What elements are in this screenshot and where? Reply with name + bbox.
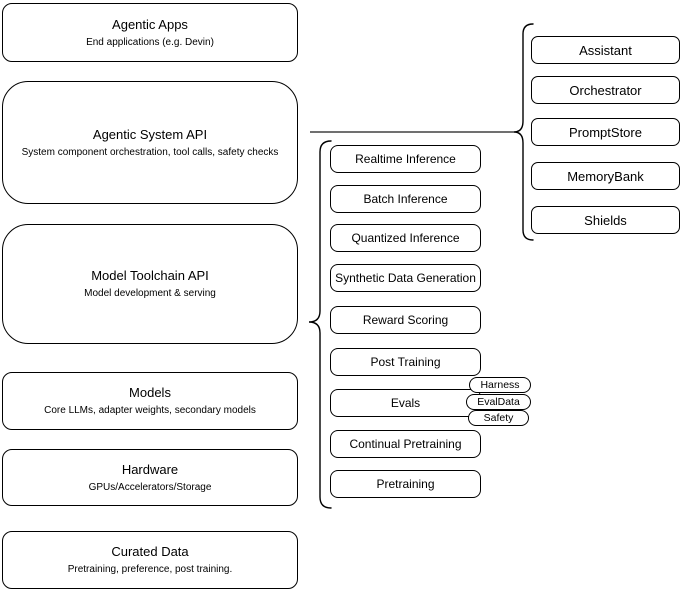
layer-subtitle: Model development & serving xyxy=(84,288,216,299)
service-box-synthetic-data-generation: Synthetic Data Generation xyxy=(330,264,481,292)
layer-box-agentic-system-api: Agentic System API System component orch… xyxy=(2,81,298,204)
layer-title: Agentic Apps xyxy=(112,16,188,32)
service-label: Batch Inference xyxy=(363,192,448,206)
layer-box-model-toolchain-api: Model Toolchain API Model development & … xyxy=(2,224,298,344)
toolchain-services-brace xyxy=(308,140,332,509)
layer-box-agentic-apps: Agentic Apps End applications (e.g. Devi… xyxy=(2,3,298,62)
layer-subtitle: GPUs/Accelerators/Storage xyxy=(88,481,212,493)
component-box-memorybank: MemoryBank xyxy=(531,162,680,190)
service-box-post-training: Post Training xyxy=(330,348,481,376)
layer-box-models: Models Core LLMs, adapter weights, secon… xyxy=(2,372,298,430)
service-box-batch-inference: Batch Inference xyxy=(330,185,481,213)
layer-title: Model Toolchain API xyxy=(91,268,209,283)
service-label: Pretraining xyxy=(376,477,435,491)
layer-title: Models xyxy=(129,385,171,400)
service-box-pretraining: Pretraining xyxy=(330,470,481,498)
service-label: Quantized Inference xyxy=(351,231,460,245)
layer-subtitle: System component orchestration, tool cal… xyxy=(21,146,279,158)
system-components-brace xyxy=(513,23,534,241)
component-label: Orchestrator xyxy=(569,82,642,98)
service-box-quantized-inference: Quantized Inference xyxy=(330,224,481,252)
service-box-reward-scoring: Reward Scoring xyxy=(330,306,481,334)
service-box-evals: Evals xyxy=(330,389,481,417)
service-label: Post Training xyxy=(370,355,441,369)
pill-label: Safety xyxy=(483,412,514,424)
service-label: Continual Pretraining xyxy=(349,437,462,451)
service-box-continual-pretraining: Continual Pretraining xyxy=(330,430,481,458)
pill-label: Harness xyxy=(480,379,520,391)
component-box-promptstore: PromptStore xyxy=(531,118,680,146)
component-box-shields: Shields xyxy=(531,206,680,234)
layer-subtitle: Core LLMs, adapter weights, secondary mo… xyxy=(44,405,256,416)
component-label: PromptStore xyxy=(569,124,642,140)
service-label: Evals xyxy=(390,396,421,410)
component-label: MemoryBank xyxy=(567,168,644,184)
layer-title: Agentic System API xyxy=(92,126,208,142)
eval-pill-safety: Safety xyxy=(468,410,529,426)
layer-box-curated-data: Curated Data Pretraining, preference, po… xyxy=(2,531,298,589)
layer-box-hardware: Hardware GPUs/Accelerators/Storage xyxy=(2,449,298,506)
pill-label: EvalData xyxy=(477,396,520,408)
service-label: Synthetic Data Generation xyxy=(335,271,476,285)
component-box-assistant: Assistant xyxy=(531,36,680,64)
service-label: Reward Scoring xyxy=(362,313,449,327)
layer-subtitle: End applications (e.g. Devin) xyxy=(86,36,214,48)
eval-pill-harness: Harness xyxy=(469,377,531,393)
component-box-orchestrator: Orchestrator xyxy=(531,76,680,104)
component-label: Assistant xyxy=(579,42,632,58)
layer-title: Hardware xyxy=(121,461,179,477)
component-label: Shields xyxy=(584,212,627,228)
layer-title: Curated Data xyxy=(111,544,189,559)
layer-subtitle: Pretraining, preference, post training. xyxy=(67,564,233,575)
service-box-realtime-inference: Realtime Inference xyxy=(330,145,481,173)
service-label: Realtime Inference xyxy=(355,152,456,166)
eval-pill-evaldata: EvalData xyxy=(466,394,531,410)
